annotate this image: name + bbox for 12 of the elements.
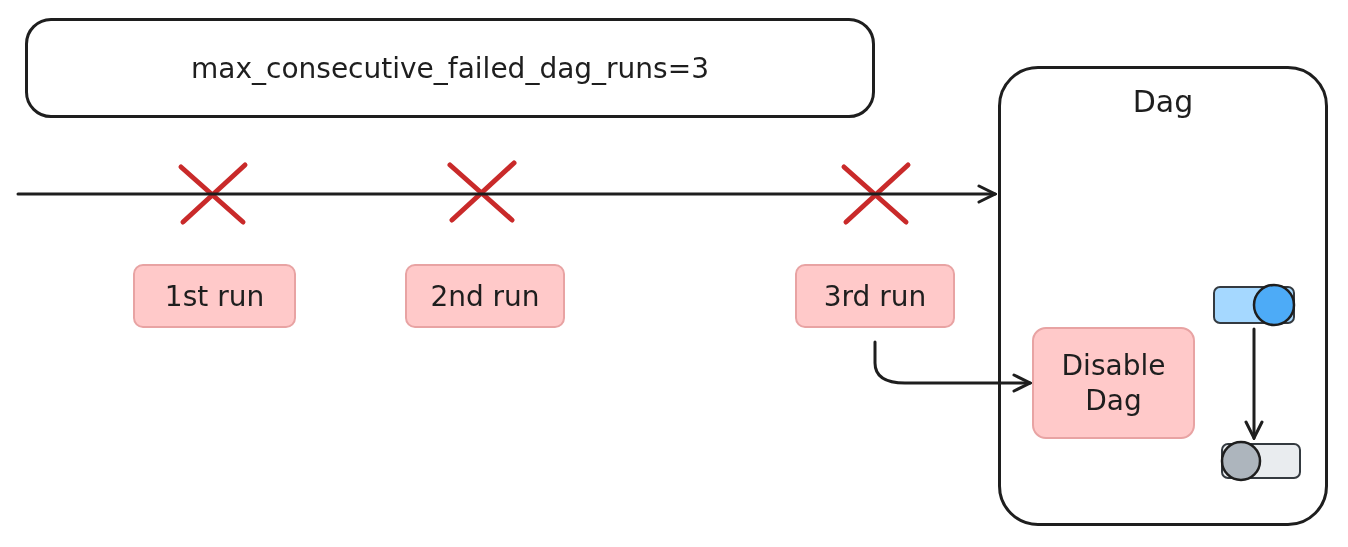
- toggle-switch: [1212, 283, 1296, 327]
- dag-container: [998, 66, 1328, 526]
- action-box: Disable Dag: [1032, 327, 1195, 439]
- arrow: [1244, 327, 1264, 440]
- run-box: 3rd run: [795, 264, 955, 328]
- run-box: 1st run: [133, 264, 296, 328]
- run-box: 2nd run: [405, 264, 565, 328]
- arrow: [873, 340, 1032, 393]
- toggle-switch: [1220, 440, 1302, 482]
- arrow: [16, 184, 997, 204]
- parameter-box: max_consecutive_failed_dag_runs=3: [25, 18, 875, 118]
- container-title: Dag: [1131, 83, 1195, 121]
